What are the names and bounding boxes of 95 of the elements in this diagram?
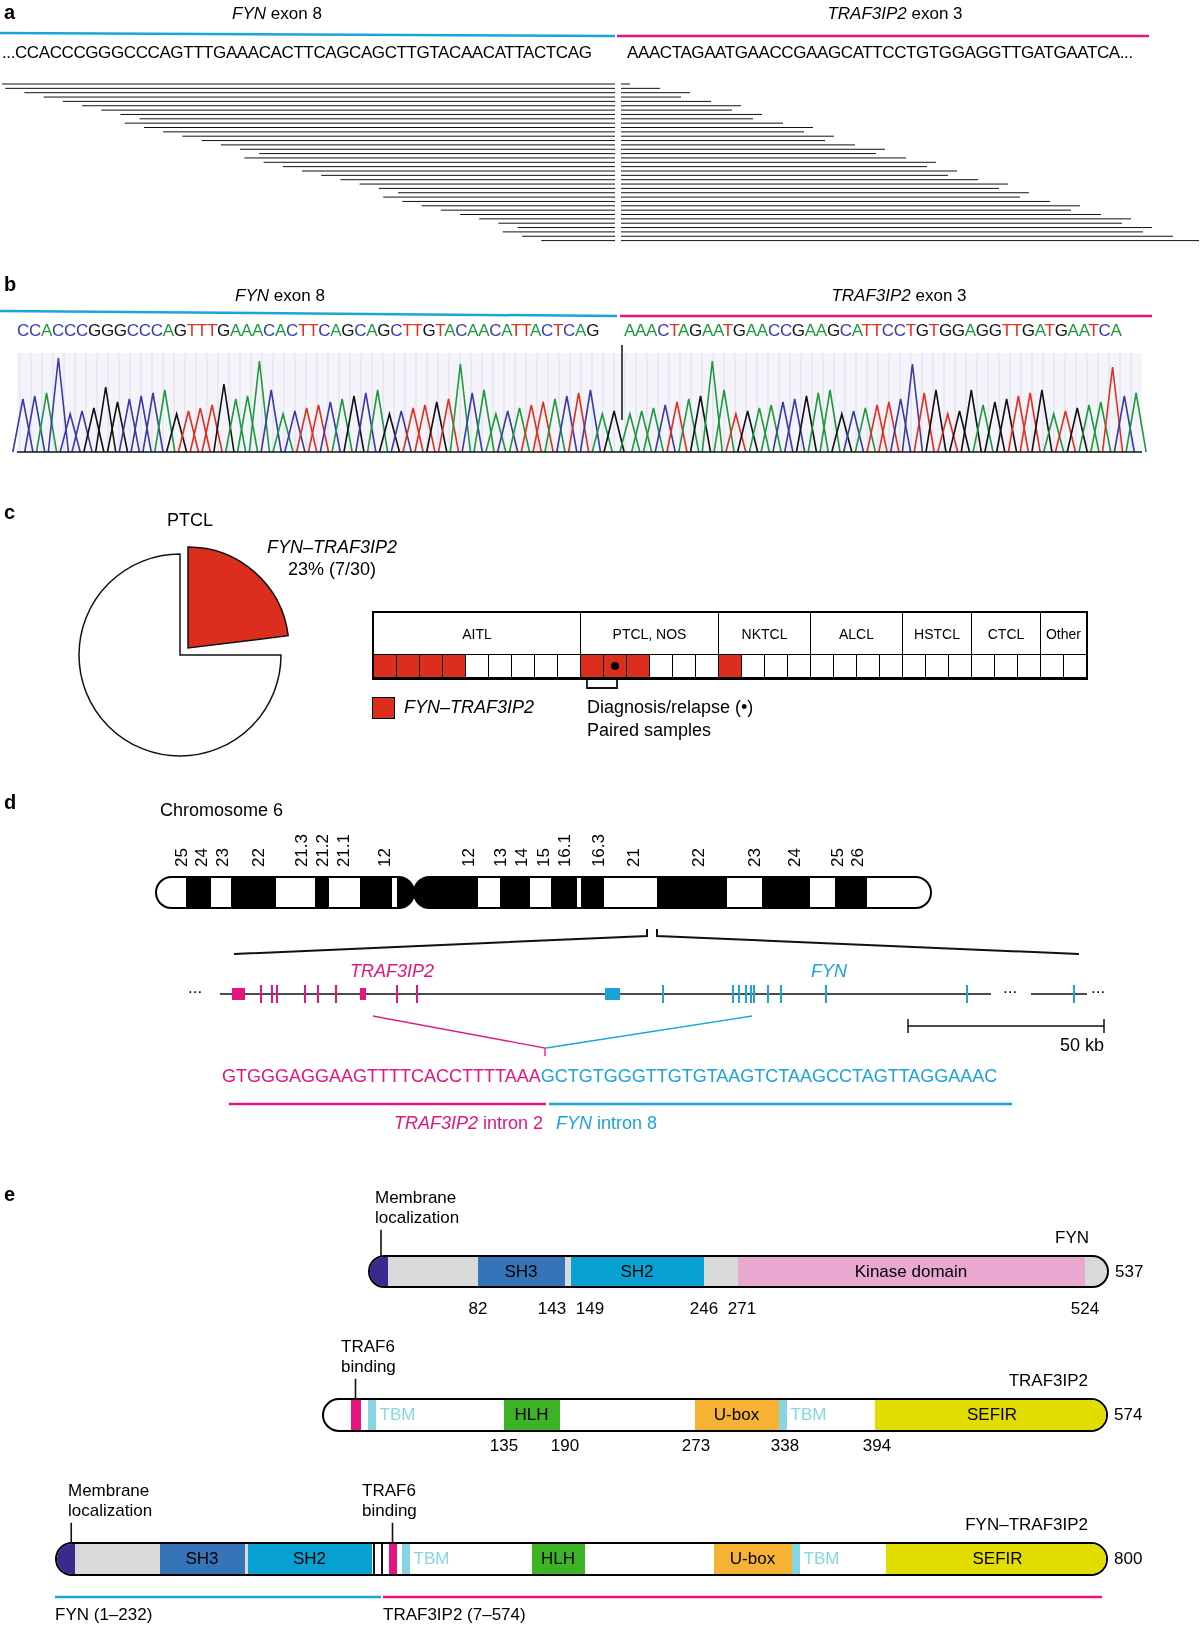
band-label: 26 [848,848,866,867]
position-number: 149 [574,1299,606,1320]
protein-domain: SH2 [247,1544,372,1574]
leader-line [354,1378,357,1401]
band-label: 14 [512,848,530,867]
region-label: FYN (1–232) [55,1605,153,1626]
junction-sequence: GCTGTGGGTTGTGTAAGTCTAAGCCTAGTTAGGAAAC [540,1066,998,1088]
band-label: 21.3 [292,833,310,867]
leader-line [70,1522,73,1545]
annotation-text: Paired samples [587,720,712,742]
callout-text: Membrane localization [68,1481,188,1522]
position-number: 190 [549,1436,581,1457]
exon-label: FYN exon 8 [231,4,323,25]
position-number: 338 [769,1436,801,1457]
band-label: 23 [213,848,231,867]
ellipsis: ... [1003,978,1018,999]
protein-domain: SH3 [477,1257,565,1286]
panel-letter: e [4,1182,16,1206]
scale-label: 50 kb [1058,1035,1104,1057]
band-label: 21.2 [313,833,331,867]
band-label: 13 [491,848,509,867]
protein-domain: SH3 [159,1544,245,1574]
region-label: TRAF3IP2 (7–574) [383,1605,526,1626]
position-number: 524 [1069,1299,1101,1320]
position-number: 143 [536,1299,568,1320]
tbm-motif: TBM [401,1544,455,1574]
exon-label: FYN exon 8 [234,286,326,307]
length-label: 574 [1114,1406,1143,1423]
position-number: 394 [861,1436,893,1457]
panel-letter: d [4,790,17,814]
band-label: 24 [192,848,210,867]
leader-line [380,1229,382,1258]
panel-letter: a [4,0,16,24]
annotation-text: Diagnosis/relapse (•) [587,697,754,719]
position-number: 273 [680,1436,712,1457]
length-label: 800 [1114,1550,1143,1567]
panel-letter: b [4,272,17,296]
band-label: 25 [172,848,190,867]
position-number: 135 [488,1436,520,1457]
band-label: 12 [459,848,477,867]
band-label: 21 [624,848,642,867]
protein-domain: SEFIR [885,1544,1106,1574]
gene-label: FYN [810,961,848,983]
position-number: 271 [726,1299,758,1320]
motif-segment [388,1544,397,1574]
gene-label: TRAF3IP2 [349,961,435,983]
sequence-text: AAACTAGAATGAACCGAAGCATTCCTGTGGAGGTTGATGAATCA... [627,43,1133,64]
chart-title: PTCL [166,510,214,532]
ellipsis: ... [188,978,203,999]
sequence-text: ...CCACCCGGGCCCAGTTTGAAACACTTCAGCAGCTTGTACAACATTACTCAG [2,43,592,64]
sequence-text: CCACCCGGGCCCAGTTTGAAACACTTCAGCAGCTTGTACAACATTACTCAG [17,321,600,342]
tbm-motif: TBM [367,1400,420,1430]
exon-label: TRAF3IP2 exon 3 [830,286,968,307]
protein-name: FYN [1055,1229,1089,1246]
protein-name: TRAF3IP2 [1008,1372,1088,1389]
callout-text: TRAF6 binding [341,1337,413,1378]
junction-sequence: GTGGGAGGAAGTTTTCACCTTTTAAA [222,1066,541,1088]
position-number: 246 [688,1299,720,1320]
band-label: 25 [828,848,846,867]
protein-domain: Kinase domain [737,1257,1085,1286]
panel-letter: c [4,500,16,524]
protein-domain: U-box [713,1544,792,1574]
band-label: 15 [534,848,552,867]
intron-label: TRAF3IP2 intron 2 [392,1113,543,1135]
length-label: 537 [1115,1262,1144,1280]
leader-line [391,1522,394,1545]
band-label: 23 [745,848,763,867]
band-label: 16.1 [555,833,573,867]
ellipsis: ... [1091,978,1106,999]
band-label: 24 [785,848,803,867]
motif-segment [370,1257,388,1286]
callout-text: TRAF6 binding [362,1481,434,1522]
band-label: 22 [689,848,707,867]
protein-domain: HLH [503,1400,560,1430]
chromosome-label: Chromosome 6 [160,800,284,822]
slice-label: FYN–TRAF3IP2 23% (7/30) [265,537,398,581]
band-label: 16.3 [589,833,607,867]
motif-segment [57,1544,75,1574]
protein-domain: SEFIR [874,1400,1106,1430]
callout-text: Membrane localization [375,1188,495,1229]
legend-label: FYN–TRAF3IP2 [404,697,535,719]
band-label: 22 [249,848,267,867]
protein-domain: HLH [531,1544,585,1574]
band-label: 21.1 [334,833,352,867]
sequence-text: AAACTAGAATGAACCGAAGCATTCCTGTGGAGGTTGATGAATCA [624,321,1122,342]
tbm-motif: TBM [778,1400,830,1430]
protein-domain: U-box [694,1400,779,1430]
band-label: 12 [375,848,393,867]
tbm-motif: TBM [791,1544,843,1574]
motif-segment [350,1400,361,1430]
protein-domain: SH2 [570,1257,704,1286]
intron-label: FYN intron 8 [556,1113,658,1135]
position-number: 82 [467,1299,489,1320]
exon-label: TRAF3IP2 exon 3 [826,4,964,25]
protein-name: FYN–TRAF3IP2 [965,1516,1088,1533]
